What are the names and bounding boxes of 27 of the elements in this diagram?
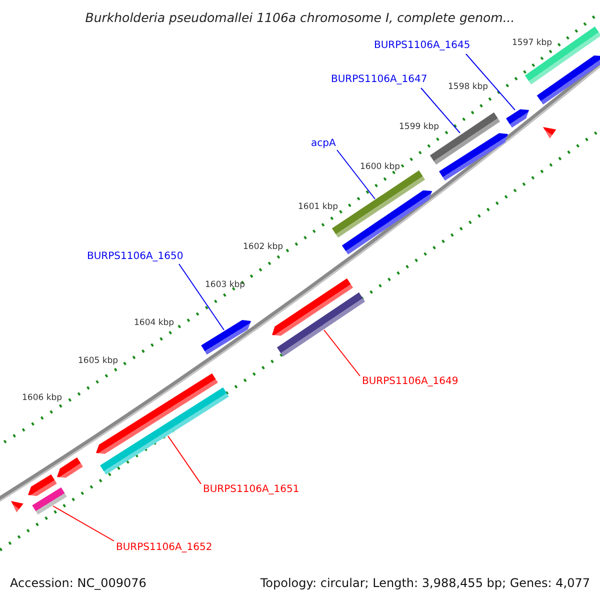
- footer-note: Topology: circular; Length: 3,988,455 bp; Genes: 4,077: [260, 576, 590, 590]
- gene-label: BURPS1106A_1652: [116, 542, 212, 554]
- leader-line: [52, 506, 114, 542]
- map-title: Burkholderia pseudomallei 1106a chromosome I, complete genom...: [84, 10, 516, 25]
- scale-label: 1605 kbp: [78, 356, 118, 366]
- scale-label: 1600 kbp: [360, 162, 400, 172]
- scale-label: 1599 kbp: [399, 122, 440, 132]
- scale-label: 1606 kbp: [22, 393, 62, 403]
- footer-note: Accession: NC_009076: [10, 576, 146, 590]
- scale-label: 1604 kbp: [134, 318, 174, 328]
- leader-line: [168, 436, 202, 484]
- leader-line: [324, 330, 360, 376]
- leader-line: [178, 264, 224, 330]
- scale-label: 1598 kbp: [448, 82, 488, 92]
- gene-label: BURPS1106A_1645: [374, 40, 470, 52]
- leader-line: [336, 150, 376, 200]
- gene-label: BURPS1106A_1650: [87, 251, 184, 263]
- gene-label: acpA: [311, 138, 336, 150]
- leader-line: [420, 88, 460, 134]
- gene-label: BURPS1106A_1649: [362, 376, 458, 388]
- scale-label: 1601 kbp: [298, 202, 338, 212]
- gene-label: BURPS1106A_1647: [331, 74, 428, 86]
- scale-label: 1603 kbp: [205, 280, 246, 290]
- leader-line: [466, 54, 516, 110]
- gene-label: BURPS1106A_1651: [203, 484, 300, 496]
- scale-label: 1597 kbp: [512, 38, 552, 48]
- scale-label: 1602 kbp: [243, 242, 284, 252]
